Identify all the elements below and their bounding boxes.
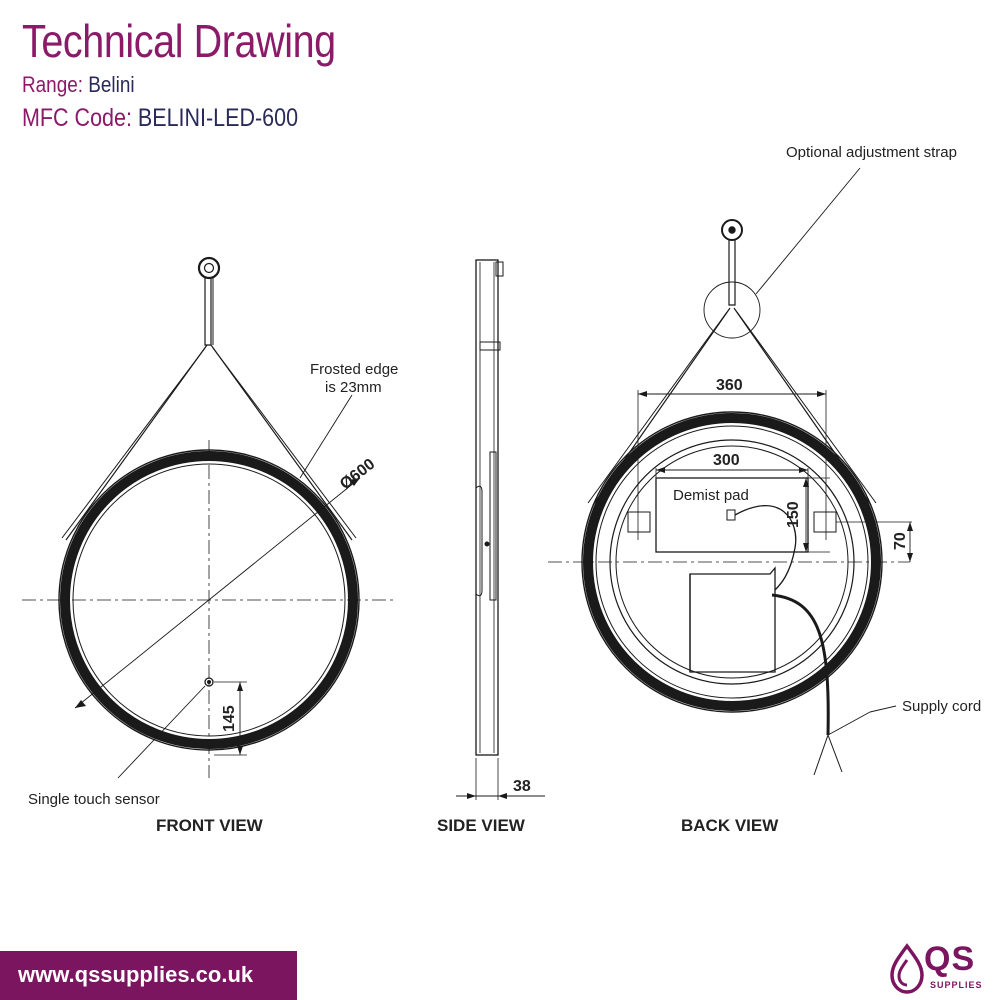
dim-145: 145: [221, 705, 238, 732]
page-title: Technical Drawing: [22, 15, 336, 67]
mfc-value: BELINI-LED-600: [137, 104, 299, 132]
side-view-drawing: [456, 259, 545, 800]
back-view-drawing: [548, 167, 913, 776]
qs-supplies-logo: QS SUPPLIES: [888, 940, 998, 998]
mfc-label: MFC Code:: [22, 104, 132, 132]
front-view-drawing: [22, 256, 395, 779]
dim-360: 360: [716, 377, 743, 394]
back-view-title: BACK VIEW: [681, 816, 779, 835]
front-view-title: FRONT VIEW: [156, 816, 264, 835]
dim-300: 300: [713, 452, 740, 469]
range-line: Range: Belini: [22, 72, 135, 98]
footer-url-banner[interactable]: www.qssupplies.co.uk: [0, 951, 297, 1000]
frosted-edge-label: Frosted edge: [310, 361, 398, 378]
side-view-title: SIDE VIEW: [437, 816, 526, 835]
drop-icon: [890, 943, 924, 994]
dim-38: 38: [513, 778, 531, 795]
logo-text: QS: [924, 940, 976, 978]
dim-70: 70: [892, 532, 909, 550]
range-value: Belini: [88, 72, 135, 97]
dim-150: 150: [785, 501, 802, 528]
demist-pad-label: Demist pad: [673, 487, 749, 504]
diameter-label: Ø600: [337, 456, 378, 494]
mfc-code-line: MFC Code: BELINI-LED-600: [22, 104, 298, 133]
range-label: Range:: [22, 72, 84, 97]
touch-sensor-label: Single touch sensor: [28, 791, 160, 808]
logo-subtext: SUPPLIES: [930, 980, 983, 990]
optional-strap-label: Optional adjustment strap: [786, 144, 957, 161]
supply-cord-label: Supply cord: [902, 698, 981, 715]
frosted-edge-label-2: is 23mm: [325, 379, 382, 396]
website-link[interactable]: www.qssupplies.co.uk: [18, 962, 254, 987]
